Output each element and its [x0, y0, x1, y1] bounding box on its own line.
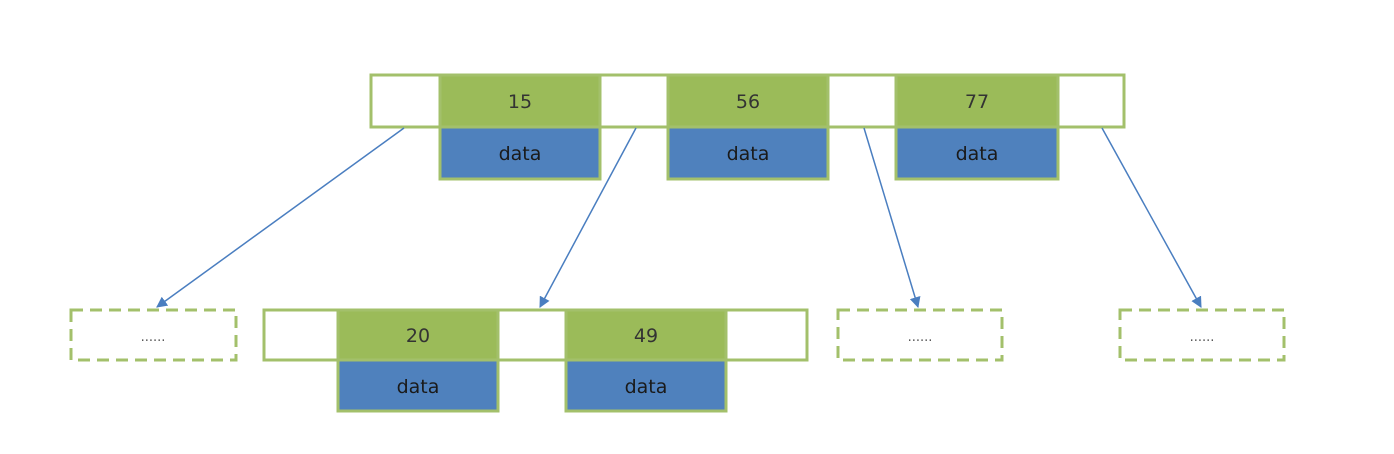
placeholder-ellipsis-middle: ......	[908, 330, 933, 345]
root-pointer-0	[369, 73, 442, 129]
placeholder-node-left: ......	[69, 308, 238, 362]
root-key-2: 56	[736, 91, 760, 113]
arrow-to-right-placeholder	[1101, 127, 1202, 308]
child-node: 20 data 49 data	[262, 308, 809, 413]
child-pointer-1	[496, 308, 568, 362]
root-key-1: 15	[508, 91, 532, 113]
placeholder-box-right	[1118, 308, 1286, 362]
root-pointer-2	[826, 73, 898, 129]
root-pointer-1	[598, 73, 670, 129]
child-pointer-0	[262, 308, 340, 362]
child-data-cell-2	[564, 358, 728, 413]
arrow-to-left-placeholder	[156, 127, 405, 308]
root-data-cell-3	[894, 125, 1060, 181]
child-key-2: 49	[634, 325, 658, 347]
placeholder-box-middle	[836, 308, 1004, 362]
child-data-1: data	[397, 376, 440, 398]
root-data-3: data	[956, 143, 999, 165]
root-key-3: 77	[965, 91, 989, 113]
placeholder-box-left	[69, 308, 238, 362]
placeholder-ellipsis-left: ......	[141, 330, 166, 345]
child-pointer-2	[724, 308, 809, 362]
root-node: 15 data 56 data 77 data	[369, 73, 1126, 181]
placeholder-ellipsis-right: ......	[1190, 330, 1215, 345]
child-data-2: data	[625, 376, 668, 398]
root-data-cell-1	[438, 125, 602, 181]
root-data-2: data	[727, 143, 770, 165]
arrow-to-child-node	[539, 127, 637, 308]
root-data-1: data	[499, 143, 542, 165]
root-pointer-3	[1056, 73, 1126, 129]
child-data-cell-1	[336, 358, 500, 413]
root-data-cell-2	[666, 125, 830, 181]
placeholder-node-right: ......	[1118, 308, 1286, 362]
root-key-cell-3	[894, 73, 1060, 129]
child-key-1: 20	[406, 325, 430, 347]
placeholder-node-middle: ......	[836, 308, 1004, 362]
arrow-to-middle-placeholder	[863, 127, 921, 309]
